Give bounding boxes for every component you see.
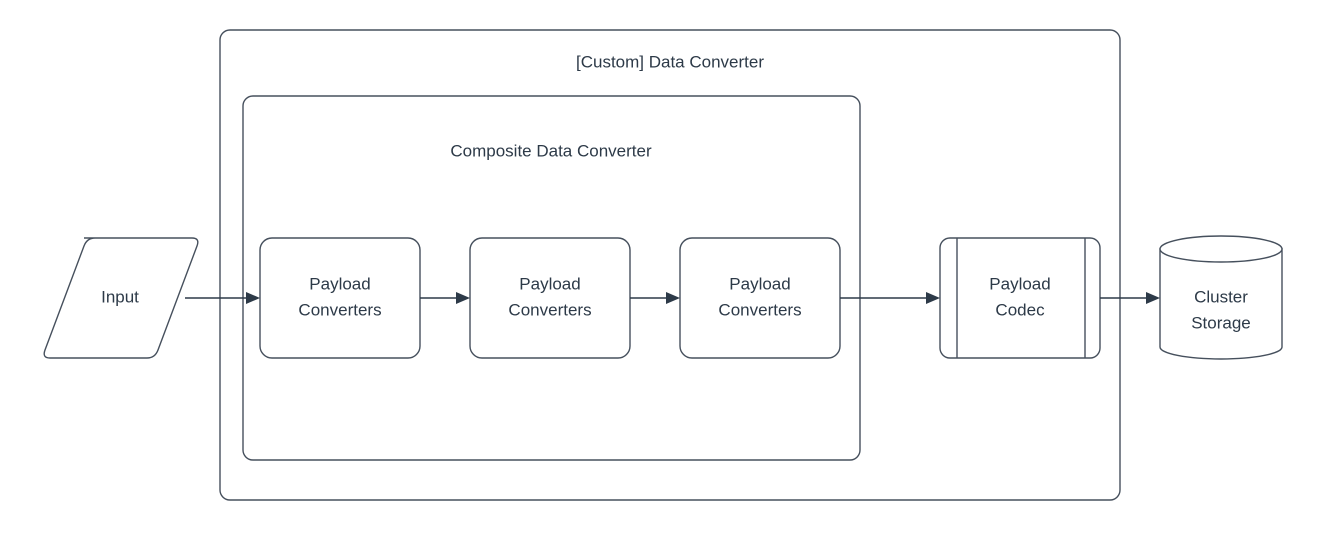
node-payload-converters-1[interactable] xyxy=(259,237,421,359)
inner-container-composite-data-converter[interactable] xyxy=(242,95,861,461)
node-payload-converters-2-label-line2: Converters xyxy=(508,300,591,319)
node-payload-converters-3-label-line2: Converters xyxy=(718,300,801,319)
edge-converter3-to-codec-arrowhead xyxy=(926,292,940,304)
node-cluster-storage-top xyxy=(1159,235,1283,263)
node-payload-converters-2-label-line1: Payload xyxy=(519,274,580,293)
node-payload-converters-1-label-line1: Payload xyxy=(309,274,370,293)
node-cluster-storage-label-line1: Cluster xyxy=(1194,287,1248,306)
edge-converter1-to-converter2-arrowhead xyxy=(456,292,470,304)
node-payload-converters-3[interactable] xyxy=(679,237,841,359)
edge-converter2-to-converter3-arrowhead xyxy=(666,292,680,304)
inner-container-title: Composite Data Converter xyxy=(450,141,652,160)
node-cluster-storage-body[interactable] xyxy=(1159,248,1283,360)
node-payload-converters-1-label-line2: Converters xyxy=(298,300,381,319)
node-payload-converters-3-label-line1: Payload xyxy=(729,274,790,293)
node-payload-converters-2[interactable] xyxy=(469,237,631,359)
node-input-label: Input xyxy=(101,287,139,306)
node-payload-codec-label-line2: Codec xyxy=(995,300,1045,319)
edge-input-to-converter1-arrowhead xyxy=(246,292,260,304)
node-input[interactable] xyxy=(43,237,199,359)
node-payload-codec-label-line1: Payload xyxy=(989,274,1050,293)
outer-container-custom-data-converter[interactable] xyxy=(219,29,1121,501)
outer-container-title: [Custom] Data Converter xyxy=(576,52,764,71)
node-cluster-storage-label-line2: Storage xyxy=(1191,313,1251,332)
edge-codec-to-storage-arrowhead xyxy=(1146,292,1160,304)
node-payload-codec[interactable] xyxy=(939,237,1101,359)
